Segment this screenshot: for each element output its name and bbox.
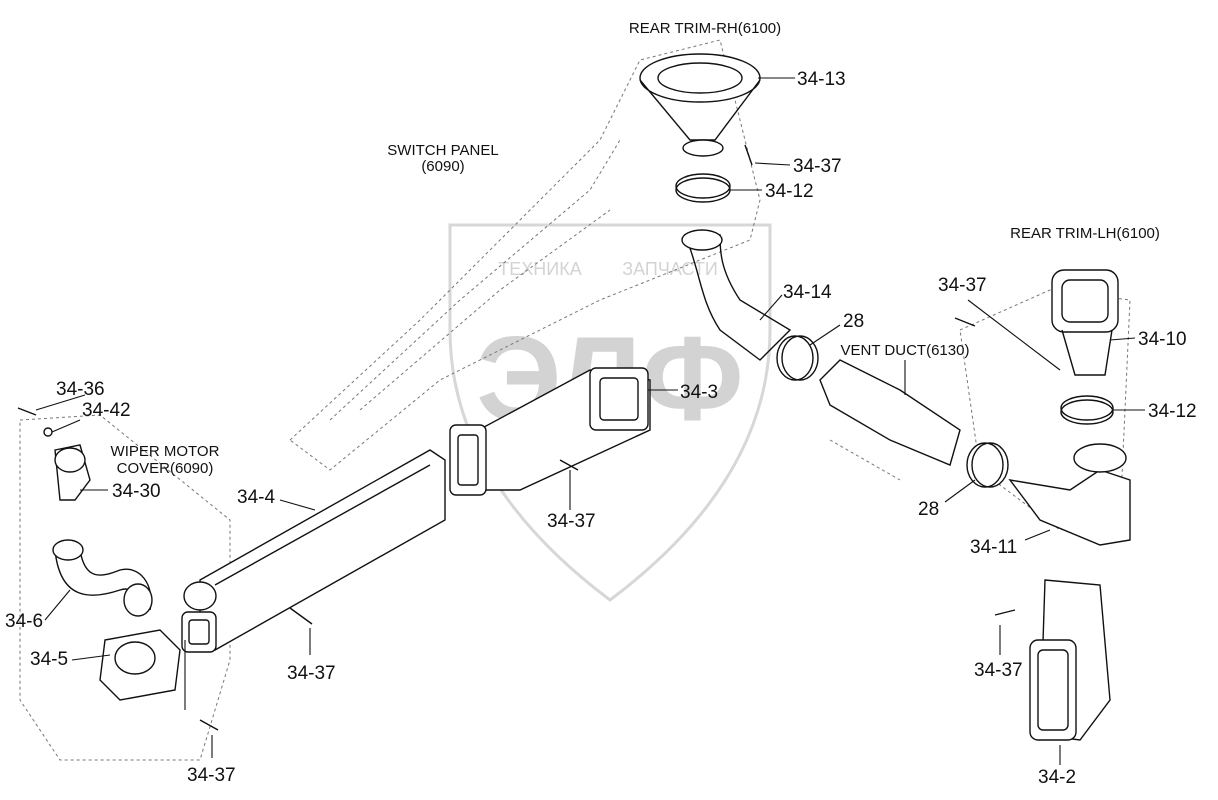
part-vent-duct: [819, 359, 961, 466]
bolts: [17, 144, 1016, 731]
part-34-14-hose: [681, 229, 792, 361]
callout-34-37-lh: 34-37: [938, 275, 987, 296]
leader-lines: [35, 77, 1145, 765]
callout-34-5: 34-5: [30, 649, 68, 670]
callout-34-37-mid: 34-37: [547, 511, 596, 532]
part-34-11-hose-lh: [1008, 443, 1131, 546]
watermark-shield: [448, 223, 772, 602]
callout-34-12-lh: 34-12: [1148, 401, 1197, 422]
label-vent-duct: VENT DUCT(6130): [841, 342, 970, 359]
label-wiper-line2: COVER(6090): [117, 460, 214, 477]
callout-34-13: 34-13: [797, 69, 846, 90]
part-34-12-clamp-top: [675, 173, 731, 203]
label-switch-panel-line2: (6090): [421, 158, 464, 175]
part-34-6-pipe: [52, 539, 153, 617]
callout-34-11: 34-11: [970, 537, 1017, 558]
callout-34-42: 34-42: [82, 400, 131, 421]
label-switch-panel-line1: SWITCH PANEL: [387, 142, 498, 159]
label-rear-trim-lh: REAR TRIM-LH(6100): [1010, 225, 1160, 242]
part-34-4-long-duct: [181, 449, 446, 653]
callout-34-12-top: 34-12: [765, 181, 814, 202]
callout-34-37-bottom-left: 34-37: [187, 765, 236, 786]
part-34-13-rear-vent-rh: [639, 53, 761, 157]
label-wiper-line1: WIPER MOTOR: [111, 443, 220, 460]
callout-34-4: 34-4: [237, 487, 275, 508]
part-34-5-housing: [99, 629, 181, 701]
callout-28-top: 28: [843, 311, 864, 332]
watermark-text-right: ЗАПЧАСТИ: [622, 259, 718, 279]
part-34-12-clamp-lh: [1060, 395, 1114, 425]
callout-34-14: 34-14: [783, 282, 832, 303]
callout-34-37-right: 34-37: [974, 660, 1023, 681]
part-34-3-duct-outlet: [449, 367, 651, 496]
callout-34-37-bottom-mid: 34-37: [287, 663, 336, 684]
part-28-clamp-lh: [966, 442, 1009, 488]
callout-34-36: 34-36: [56, 379, 105, 400]
callout-34-3: 34-3: [680, 382, 718, 403]
callout-34-2: 34-2: [1038, 767, 1076, 788]
callout-34-6: 34-6: [5, 611, 43, 632]
part-34-10-rear-vent-lh: [1051, 269, 1119, 376]
label-rear-trim-rh: REAR TRIM-RH(6100): [629, 20, 781, 37]
callout-34-10: 34-10: [1138, 329, 1187, 350]
watermark-text-left: ТЕХНИКА: [498, 259, 581, 279]
callout-34-37-top: 34-37: [793, 156, 842, 177]
part-34-2-floor-outlet: [1029, 579, 1111, 741]
part-34-30-elbow: [54, 444, 91, 501]
callout-28-lh: 28: [918, 499, 939, 520]
callout-34-30: 34-30: [112, 481, 161, 502]
part-28-clamp-top: [776, 335, 819, 381]
